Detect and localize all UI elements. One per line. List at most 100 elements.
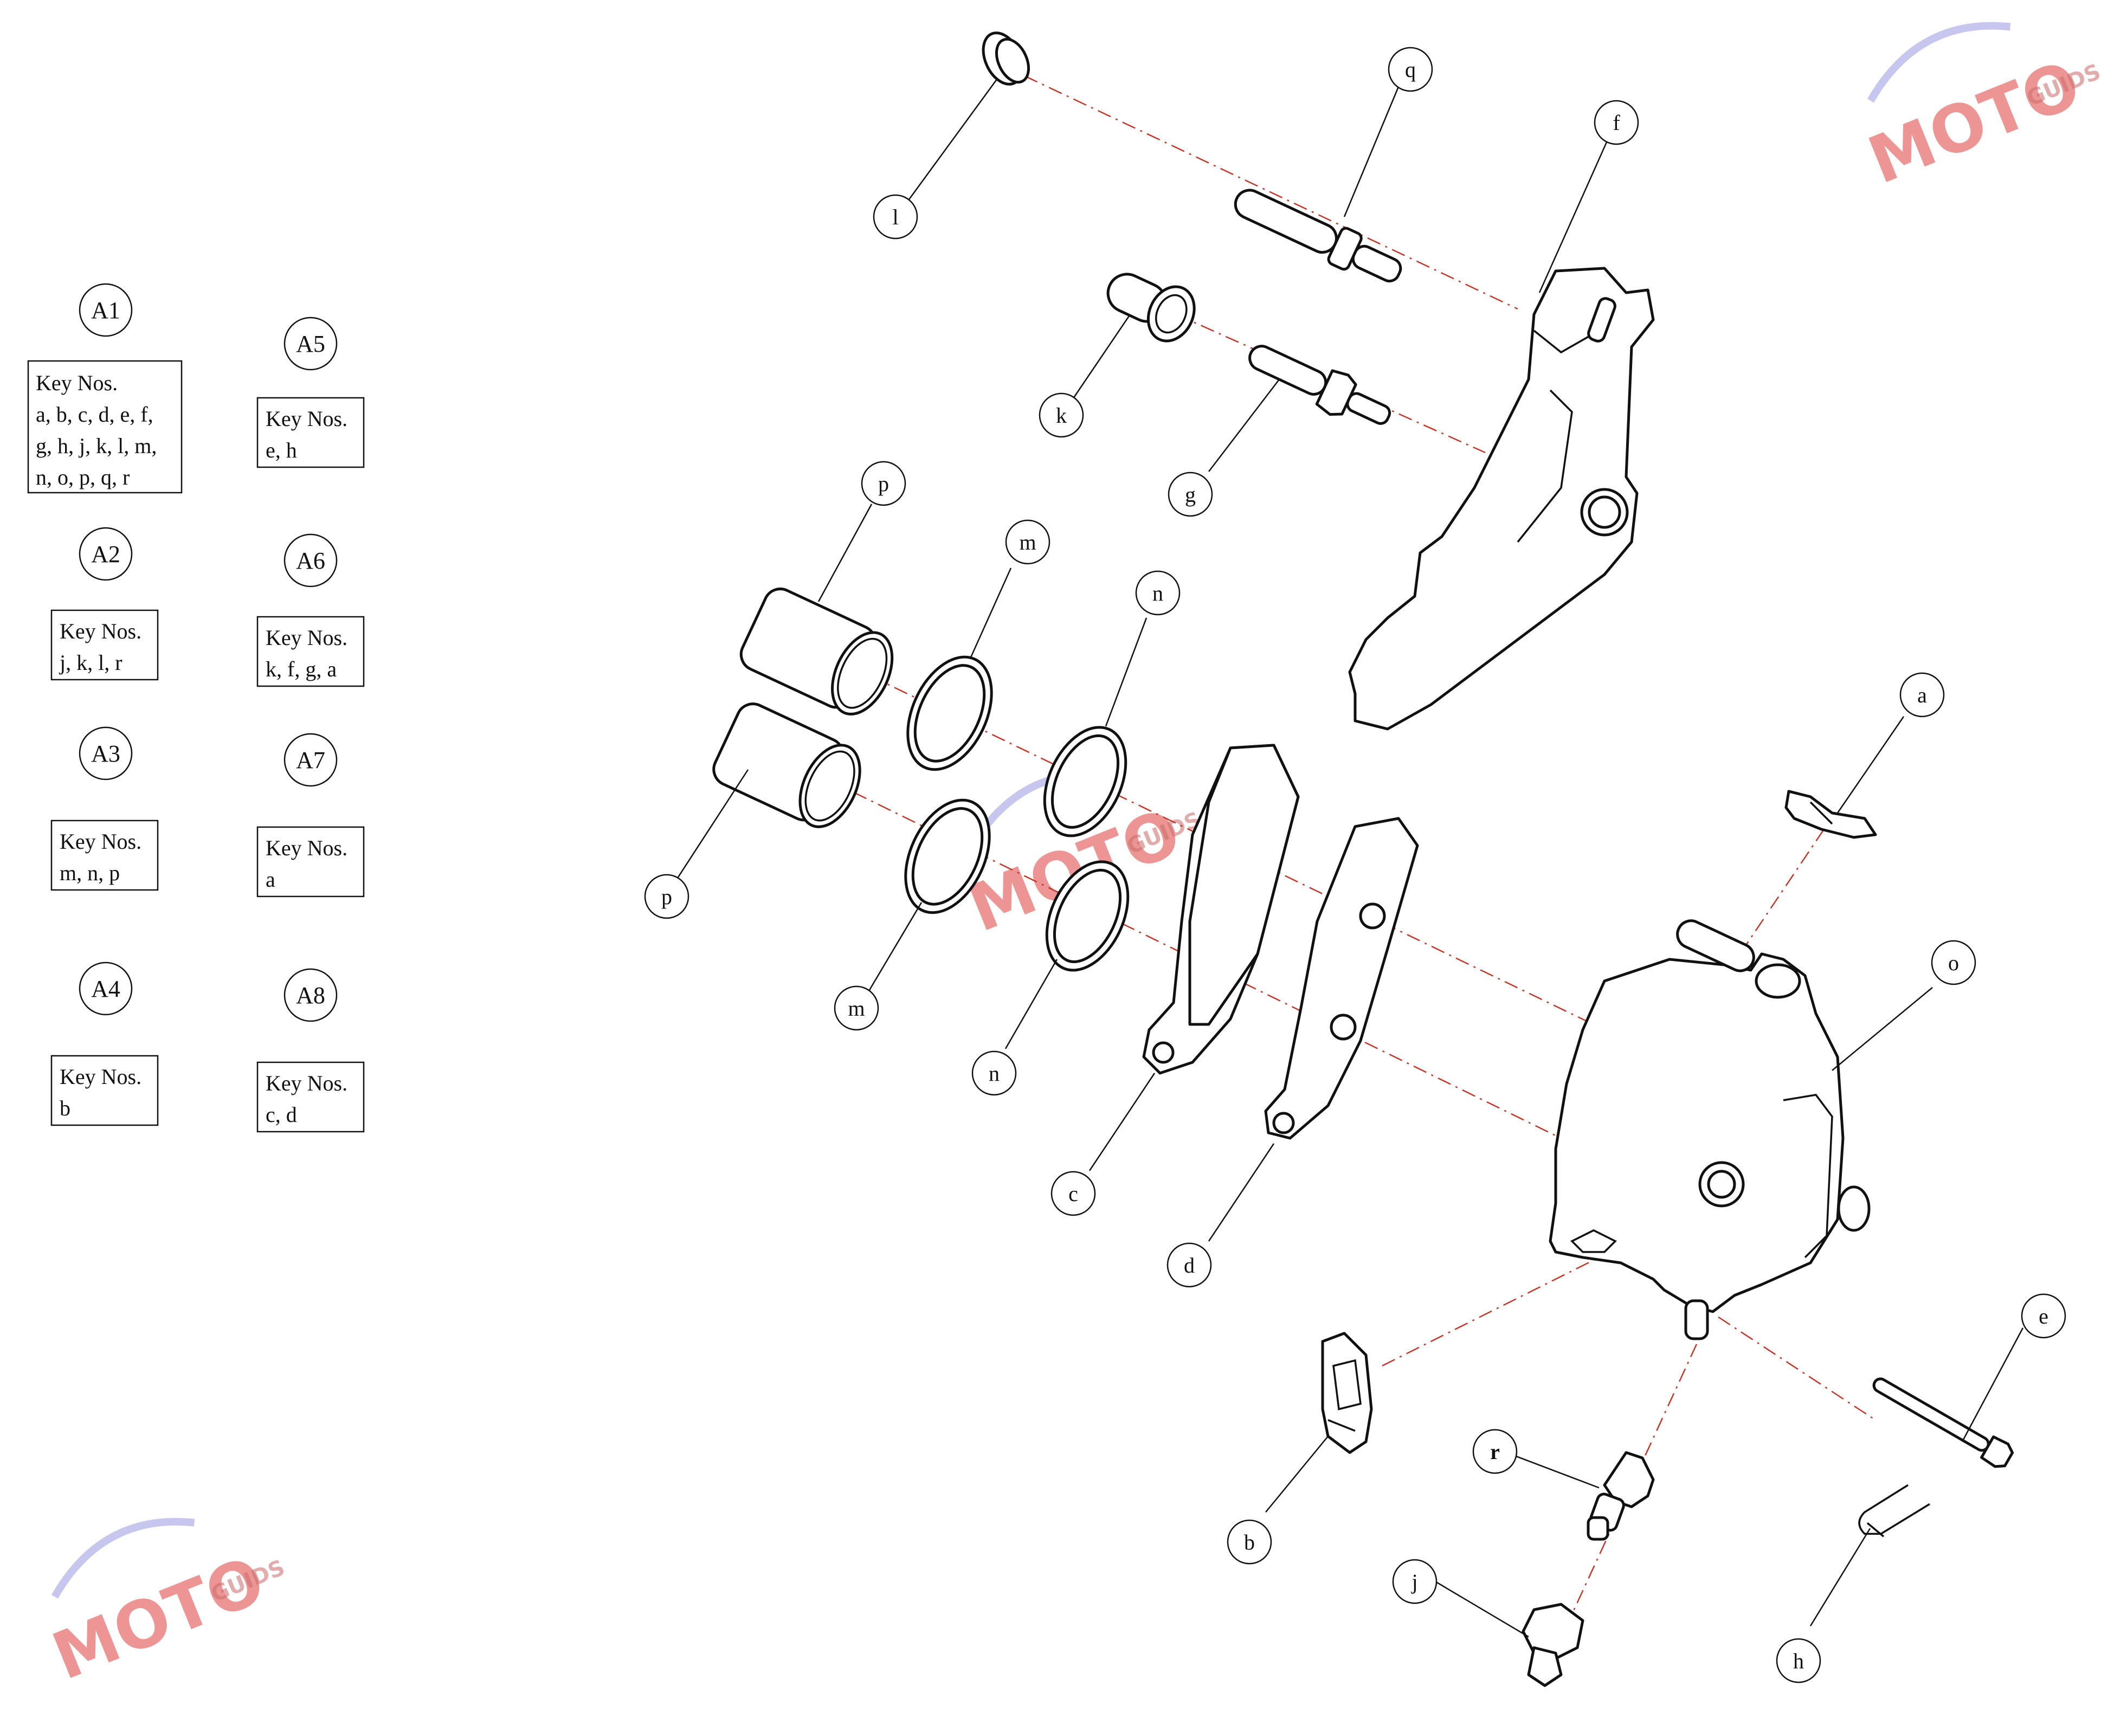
kit-A6: A6 Key Nos. k, f, g, a [256,533,365,687]
callout-n-upper: n [1135,570,1181,616]
svg-text:g, h, j, k, l, m,: g, h, j, k, l, m, [36,434,157,458]
svg-text:Key Nos.: Key Nos. [266,836,347,860]
callout-g: g [1168,472,1213,517]
callout-o: o [1931,940,1976,985]
callout-a: a [1899,672,1945,718]
pad-pin-icon [1872,1377,2014,1468]
svg-text:A2: A2 [91,541,120,567]
svg-text:b: b [1244,1530,1255,1554]
svg-text:p: p [878,472,889,496]
svg-text:m: m [1019,530,1036,554]
svg-text:g: g [1185,482,1196,507]
svg-text:b: b [60,1096,70,1120]
kit-A2: A2 Key Nos. j, k, l, r [50,527,159,681]
callout-d: d [1166,1242,1212,1288]
svg-text:Key Nos.: Key Nos. [266,625,347,650]
callout-r: r [1472,1429,1518,1474]
axis-pad-spring [1733,829,1825,963]
svg-text:a: a [1917,683,1927,707]
callout-q: q [1388,47,1433,92]
svg-text:j: j [1410,1570,1417,1594]
piston-lower [712,702,861,828]
kit-A3: A3 Key Nos. m, n, p [50,726,159,891]
leader-lines [676,78,2024,1638]
callout-p-lower: p [644,874,689,919]
callout-l: l [873,194,918,240]
svg-text:k, f, g, a: k, f, g, a [266,657,337,681]
svg-text:m, n, p: m, n, p [60,861,120,885]
piston-icon [712,588,894,828]
svg-text:a: a [266,867,275,892]
dust-seal-icon [1043,726,1130,972]
callout-n-lower: n [971,1050,1017,1096]
kit-A7: A7 Key Nos. a [256,733,365,898]
svg-text:A7: A7 [296,747,325,773]
svg-text:Key Nos.: Key Nos. [266,1071,347,1095]
svg-text:Key Nos.: Key Nos. [266,406,347,431]
piston-seal-icon [904,655,993,914]
svg-text:a, b, c, d, e, f,: a, b, c, d, e, f, [36,402,153,427]
dust-cap-icon [982,31,1030,86]
callout-b: b [1227,1519,1272,1565]
svg-text:A5: A5 [296,331,325,357]
svg-text:A1: A1 [91,297,120,324]
svg-text:e, h: e, h [266,438,297,462]
svg-text:A8: A8 [296,982,325,1009]
svg-text:A6: A6 [296,547,325,574]
svg-text:c, d: c, d [266,1102,297,1127]
kit-A1: A1 Key Nos. a, b, c, d, e, f, g, h, j, k… [27,283,183,494]
svg-text:p: p [661,885,672,909]
svg-text:n: n [1152,581,1163,605]
callout-p-upper: p [861,461,906,506]
svg-text:Key Nos.: Key Nos. [60,1064,141,1089]
kit-legend: A1 Key Nos. a, b, c, d, e, f, g, h, j, k… [27,283,365,1133]
brake-pad-inner-icon [1142,744,1300,1075]
callout-m-lower: m [834,985,879,1031]
svg-text:j, k, l, r: j, k, l, r [59,650,123,675]
svg-text:d: d [1184,1253,1195,1277]
svg-text:f: f [1613,111,1620,135]
callout-h: h [1776,1638,1821,1683]
svg-text:l: l [892,205,898,229]
kit-A8: A8 Key Nos. c, d [256,968,365,1133]
watermark-bottom-left: MOTO GUIDS [43,1518,288,1695]
bleed-screw-icon [1587,1451,1655,1541]
callouts: l q f k g p m n p m n c d a o e b r j h [644,47,2066,1683]
svg-text:Key Nos.: Key Nos. [60,829,141,854]
bleed-cap-icon [1522,1603,1584,1687]
callout-j: j [1392,1559,1438,1604]
caliper-body-icon [1549,919,1871,1340]
watermark-top-right: MOTO GUIDS [1859,22,2104,199]
pad-spring-icon [1784,790,1877,839]
guide-pin-upper-icon [1234,189,1402,283]
svg-text:h: h [1793,1649,1804,1673]
callout-k: k [1039,392,1084,438]
caliper-bracket-icon [1348,267,1655,731]
kit-A5: A5 Key Nos. e, h [256,317,365,468]
svg-text:A4: A4 [91,976,120,1002]
svg-text:e: e [2039,1304,2048,1328]
guide-boot-icon [1106,273,1196,343]
svg-text:Key Nos.: Key Nos. [36,371,118,395]
callout-c: c [1050,1171,1096,1216]
svg-text:o: o [1948,951,1959,975]
svg-text:q: q [1405,57,1416,82]
svg-text:c: c [1068,1182,1078,1206]
guide-pin-lower-icon [1248,345,1391,425]
svg-text:A3: A3 [91,740,120,767]
svg-text:Key Nos.: Key Nos. [60,619,141,643]
brake-pad-outer-icon [1264,817,1419,1140]
kit-A4: A4 Key Nos. b [50,961,159,1126]
retaining-clip-icon [1858,1484,1930,1538]
axis-upper-pin [1024,75,1518,310]
anti-rattle-clip-icon [1321,1332,1373,1454]
svg-text:r: r [1490,1440,1500,1464]
axis-pad-pin [1718,1316,1876,1421]
svg-text:n, o, p, q, r: n, o, p, q, r [36,465,130,489]
svg-text:k: k [1056,403,1067,428]
piston-upper [739,588,894,716]
callout-f: f [1594,100,1639,145]
callout-e: e [2021,1293,2066,1339]
axis-clip [1382,1245,1621,1367]
